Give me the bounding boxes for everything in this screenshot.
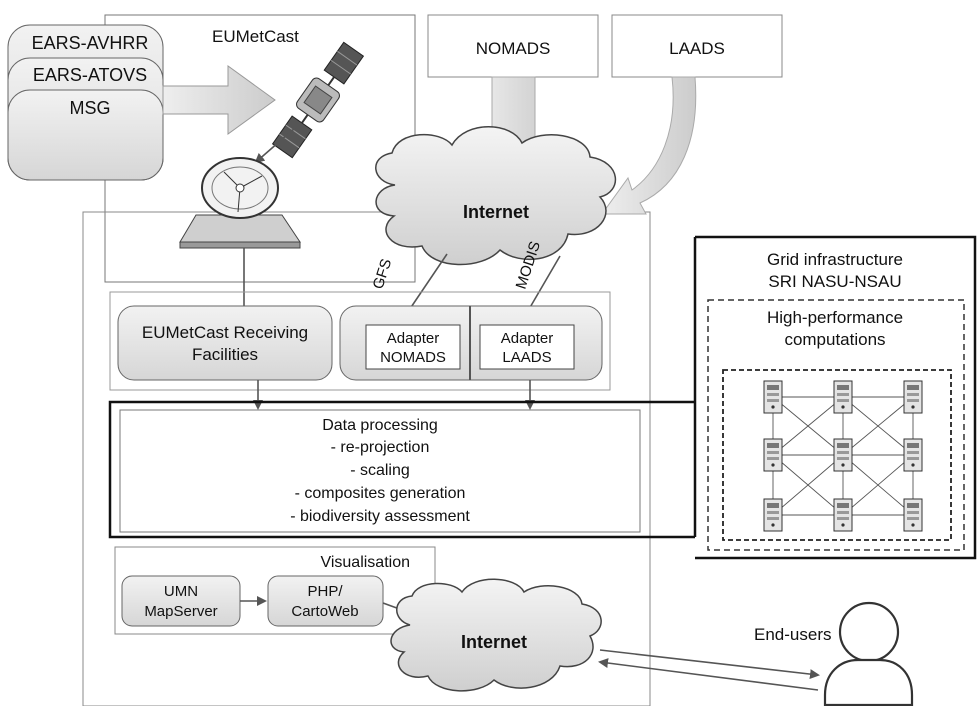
ears-avhrr-label: EARS-AVHRR bbox=[32, 33, 149, 53]
adapter-nomads-line2: NOMADS bbox=[380, 349, 446, 366]
processing-title: Data processing bbox=[322, 417, 438, 434]
adapter-laads-line1: Adapter bbox=[501, 330, 554, 347]
nomads-box bbox=[427, 14, 599, 78]
processing-box bbox=[119, 409, 641, 533]
internet-bottom-label: Internet bbox=[461, 632, 527, 652]
receiving-line1: EUMetCast Receiving bbox=[142, 323, 308, 342]
end-user-icon bbox=[823, 601, 914, 706]
end-users-label: End-users bbox=[754, 625, 831, 644]
msg-label: MSG bbox=[69, 98, 110, 118]
php-line1: PHP/ bbox=[307, 583, 343, 600]
internet-to-users-arrow bbox=[599, 649, 820, 680]
visualisation-title: Visualisation bbox=[320, 554, 410, 571]
adapter-laads-line2: LAADS bbox=[502, 349, 551, 366]
eumetcast-label: EUMetCast bbox=[212, 27, 299, 46]
adapter-nomads-line1: Adapter bbox=[387, 330, 440, 347]
satellite-dish-icon bbox=[179, 157, 301, 249]
processing-step-composites: - composites generation bbox=[295, 485, 466, 502]
internet-cloud-bottom bbox=[390, 578, 602, 692]
internet-cloud-top bbox=[375, 126, 616, 266]
processing-step-reprojection: - re-projection bbox=[331, 439, 430, 456]
server-icon bbox=[763, 380, 783, 414]
grid-title-line1: Grid infrastructure bbox=[767, 250, 903, 269]
grid-infrastructure-frame bbox=[108, 235, 977, 560]
server-icon bbox=[903, 498, 923, 532]
ingest-row bbox=[109, 291, 611, 391]
cluster-link bbox=[842, 396, 914, 456]
hpc-label-line2: computations bbox=[784, 330, 885, 349]
grid-title-line2: SRI NASU-NSAU bbox=[768, 272, 901, 291]
server-icon bbox=[833, 380, 853, 414]
receiving-line2: Facilities bbox=[192, 345, 258, 364]
server-icon bbox=[833, 498, 853, 532]
umn-line1: UMN bbox=[164, 583, 198, 600]
receiving-box bbox=[117, 305, 333, 381]
downlink-arrow bbox=[254, 127, 296, 164]
server-icon bbox=[833, 438, 853, 472]
umn-line2: MapServer bbox=[144, 603, 217, 620]
gfs-label: GFS bbox=[370, 257, 396, 292]
cluster-link bbox=[842, 454, 914, 516]
adapter-laads-box bbox=[479, 324, 575, 370]
adapter-nomads-box bbox=[365, 324, 461, 370]
server-icon bbox=[763, 438, 783, 472]
server-icon bbox=[903, 380, 923, 414]
php-cartoweb-box bbox=[267, 575, 384, 627]
satellite-icon bbox=[271, 41, 365, 159]
laads-to-internet-arrow bbox=[601, 76, 697, 215]
cluster-link bbox=[772, 454, 844, 516]
processing-step-biodiversity: - biodiversity assessment bbox=[290, 508, 470, 525]
hpc-dashed-box bbox=[707, 299, 965, 551]
processing-step-scaling: - scaling bbox=[350, 462, 410, 479]
nomads-label: NOMADS bbox=[476, 39, 551, 58]
users-to-internet-arrow bbox=[598, 658, 819, 691]
ears-atovs-label: EARS-ATOVS bbox=[33, 65, 147, 85]
cluster-link bbox=[772, 396, 844, 456]
laads-label: LAADS bbox=[669, 39, 725, 58]
hpc-label-line1: High-performance bbox=[767, 308, 903, 327]
cluster-nodes bbox=[763, 380, 923, 532]
cluster-dashed-box bbox=[722, 369, 952, 541]
internet-top-label: Internet bbox=[463, 202, 529, 222]
php-line2: CartoWeb bbox=[291, 603, 358, 620]
source-stack: EARS-AVHRR EARS-ATOVS MSG bbox=[7, 24, 164, 181]
msg-box bbox=[7, 89, 164, 181]
uplink-arrow bbox=[162, 65, 276, 135]
laads-box bbox=[611, 14, 783, 78]
system-frame bbox=[82, 211, 651, 706]
server-icon bbox=[903, 438, 923, 472]
server-icon bbox=[763, 498, 783, 532]
